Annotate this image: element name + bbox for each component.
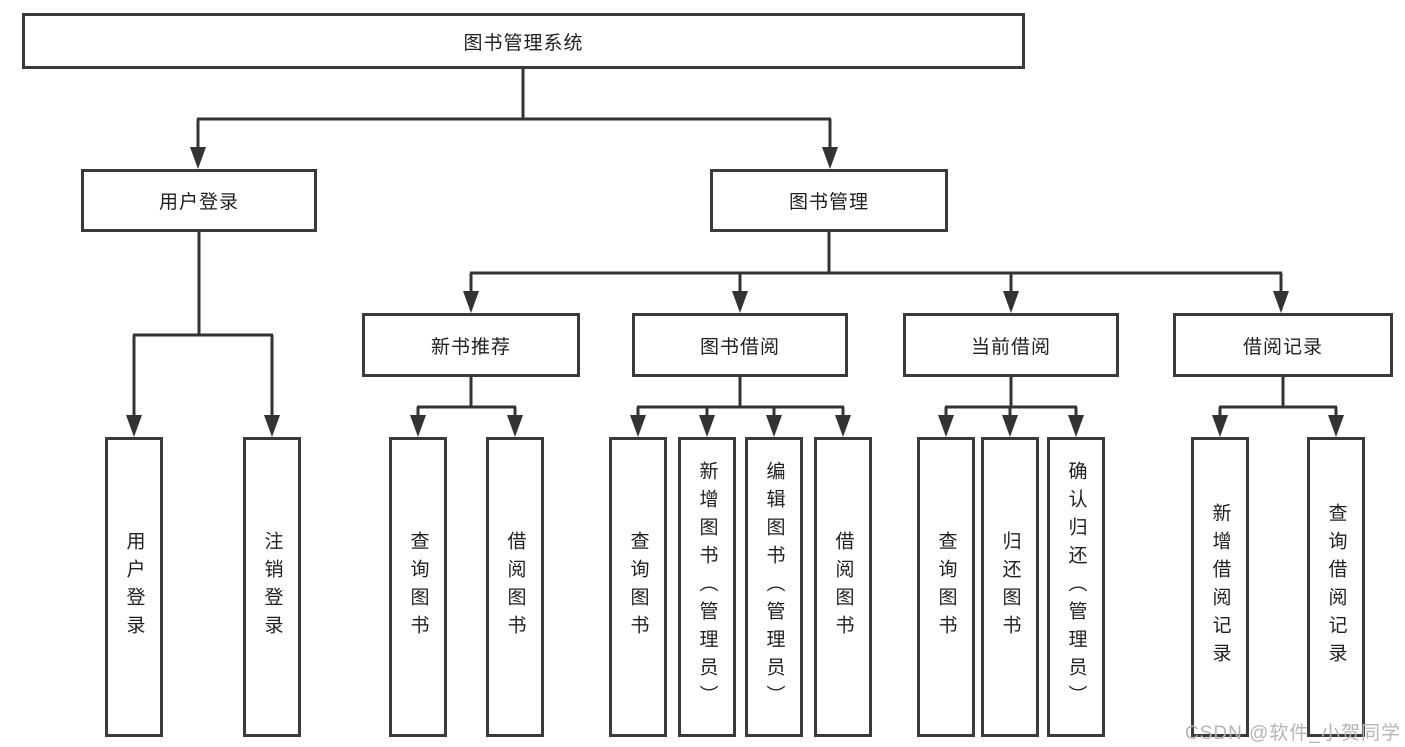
leaf-edit-book-admin: 编辑图书（管理员）	[745, 437, 803, 737]
leaf-add-borrow-record: 新增借阅记录	[1191, 437, 1249, 737]
leaf-query-books-borrow: 查询图书	[609, 437, 667, 737]
leaf-logout-login: 注销登录	[243, 437, 301, 737]
node-current-borrow: 当前借阅	[903, 313, 1119, 377]
leaf-query-books-recommend: 查询图书	[389, 437, 447, 737]
leaf-borrow-books: 借阅图书	[814, 437, 872, 737]
node-new-book-recommend: 新书推荐	[362, 313, 580, 377]
leaf-query-borrow-record: 查询借阅记录	[1307, 437, 1365, 737]
node-book-borrow: 图书借阅	[632, 313, 848, 377]
leaf-confirm-return-admin: 确认归还（管理员）	[1047, 437, 1105, 737]
watermark-text: CSDN @软件_小贺同学	[1185, 723, 1401, 744]
leaf-return-book: 归还图书	[981, 437, 1039, 737]
node-book-management: 图书管理	[710, 169, 948, 232]
leaf-add-book-admin: 新增图书（管理员）	[678, 437, 736, 737]
node-user-login: 用户登录	[81, 169, 317, 232]
leaf-borrow-books-recommend: 借阅图书	[486, 437, 544, 737]
leaf-query-books-current: 查询图书	[917, 437, 975, 737]
node-system-root: 图书管理系统	[22, 13, 1025, 69]
leaf-user-login: 用户登录	[105, 437, 163, 737]
node-borrow-records: 借阅记录	[1173, 313, 1393, 377]
